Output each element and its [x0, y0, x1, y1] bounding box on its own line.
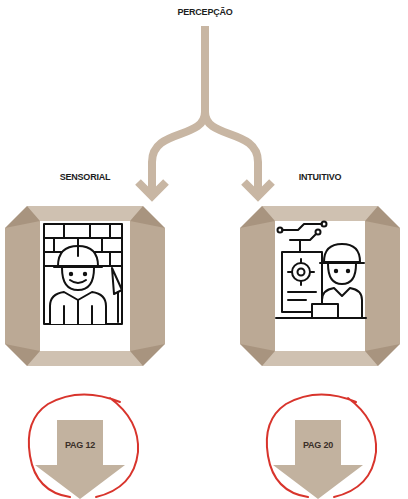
box-flap [130, 221, 165, 351]
highlight-circle [29, 394, 138, 497]
page-reference: PAG 20 [291, 440, 345, 450]
box-frame [5, 206, 165, 366]
box-flap [27, 206, 143, 221]
box-outline [5, 206, 165, 366]
heading-node: PERCEPÇÃO [150, 4, 260, 22]
arrow-shaft [152, 26, 205, 192]
highlight-circle [267, 394, 376, 497]
node-label: INTUITIVO [240, 172, 400, 182]
node-label: PERCEPÇÃO [150, 7, 260, 17]
arrow-head [138, 182, 166, 196]
box-flap [262, 206, 378, 221]
box-outline [240, 206, 400, 366]
box-flap [240, 221, 275, 351]
split-arrow [138, 26, 205, 196]
box-flap [365, 221, 400, 351]
perception-box: SENSORIAL [5, 166, 165, 366]
arrow-head [244, 182, 272, 196]
box-flap [262, 351, 378, 366]
box-frame [240, 206, 400, 366]
box-flap [27, 351, 143, 366]
icon-panel [275, 221, 365, 351]
node-label: SENSORIAL [5, 172, 165, 182]
builder-icon [44, 224, 122, 324]
page-arrow: PAG 12 [35, 420, 125, 499]
down-arrow-outline [35, 420, 125, 499]
page-arrow: PAG 20 [273, 420, 363, 499]
down-arrow-shape [273, 420, 363, 499]
icon-panel [40, 221, 130, 351]
page-reference: PAG 12 [53, 440, 107, 450]
engineer-icon [276, 222, 366, 319]
down-arrow-shape [35, 420, 125, 499]
split-arrow [205, 26, 272, 196]
arrow-shaft [205, 26, 258, 192]
box-flap [5, 221, 40, 351]
down-arrow-outline [273, 420, 363, 499]
perception-box: INTUITIVO [240, 166, 400, 366]
